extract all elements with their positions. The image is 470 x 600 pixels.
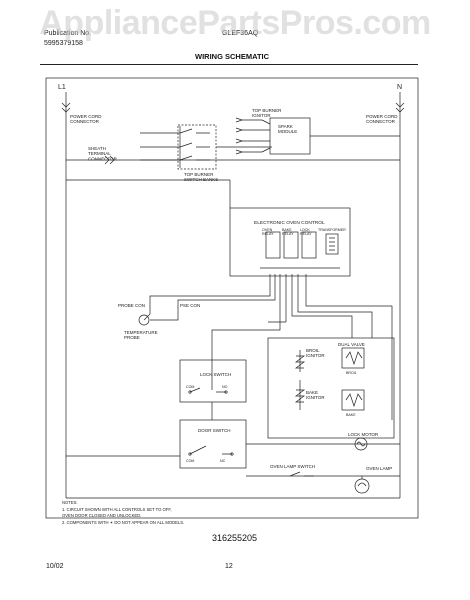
lock-com-label: COM (186, 385, 194, 389)
dual-valve-label: DUAL VALVE (338, 342, 365, 347)
bake-coil-label: BAKE (346, 413, 356, 417)
sheath-terminal-connector (104, 155, 115, 165)
lock-switch-label: LOCK SWITCH (200, 372, 231, 377)
ignitor-electrodes (235, 117, 244, 155)
watermark-logo: AppliancePartsPros.com (39, 4, 431, 42)
temperature-probe-symbol (138, 314, 150, 326)
probe-con-label: PROBE CON (118, 303, 145, 308)
oven-lamp-symbol (354, 478, 370, 494)
probe-wire-1 (149, 274, 271, 305)
electronic-oven-control (229, 207, 351, 277)
note-2: 2. COMPONENTS WITH ✶ DO NOT APPEAR ON AL… (62, 520, 185, 525)
transformer-label: TRANSFORMER (318, 228, 346, 232)
n-label: N (397, 84, 402, 91)
n-power-cord-plug (395, 102, 405, 113)
part-number: 316255205 (212, 533, 258, 543)
eoc-relay-1 (265, 231, 281, 259)
publication-number: 5995379158 (44, 40, 83, 47)
eoc-title: ELECTRONIC OVEN CONTROL (254, 220, 325, 226)
l1-power-cord-plug (61, 102, 71, 113)
l1-label: L1 (58, 84, 66, 91)
footer-page-number: 12 (225, 563, 233, 570)
ignitor-leads (242, 119, 262, 153)
lock-no-label: NO (222, 385, 228, 389)
publication-label: Publication No. (44, 30, 92, 37)
header-rule (40, 64, 418, 65)
broil-valve-coil (341, 347, 365, 369)
oven-lamp-switch-symbol (289, 471, 314, 477)
bake-valve-coil (341, 389, 365, 411)
page-title: WIRING SCHEMATIC (195, 52, 270, 61)
lock-motor-label: LOCK MOTOR (348, 432, 379, 437)
notes-heading: NOTES: (62, 500, 78, 505)
broil-coil-label: BROIL (346, 371, 357, 375)
note-1a: 1. CIRCUIT SHOWN WITH ALL CONTROLS SET T… (62, 507, 172, 512)
eoc-relay-2 (283, 231, 299, 259)
top-burner-switch-contacts (179, 128, 193, 161)
switch-bank-wires (140, 132, 180, 161)
oven-lamp-label: OVEN LAMP (366, 466, 392, 471)
lock-switch-box (179, 359, 247, 403)
bake-ignitor-symbol (294, 389, 306, 403)
door-com-label: COM (186, 459, 194, 463)
probe-wire-2 (177, 274, 276, 305)
broil-ignitor-symbol (294, 355, 306, 369)
door-switch-label: DOOR SWITCH (198, 428, 231, 433)
note-1b: OVEN DOOR CLOSED AND UNLOCKED. (62, 513, 142, 518)
eoc-relay-3 (301, 231, 317, 259)
eoc-transformer (325, 233, 339, 255)
model-number: GLEF36AQ (222, 30, 259, 37)
ignitor-valve-box (267, 337, 395, 439)
diagram-frame (45, 77, 419, 519)
oven-lamp-switch-label: OVEN LAMP SWITCH (270, 464, 315, 469)
bake-coil-symbol (345, 393, 363, 408)
probe-sen-label: PSE CON (180, 303, 200, 308)
footer-date: 10/02 (46, 563, 64, 570)
door-nc-label: NC (220, 459, 226, 463)
broil-coil-symbol (345, 351, 363, 366)
lock-motor-symbol (354, 437, 368, 451)
